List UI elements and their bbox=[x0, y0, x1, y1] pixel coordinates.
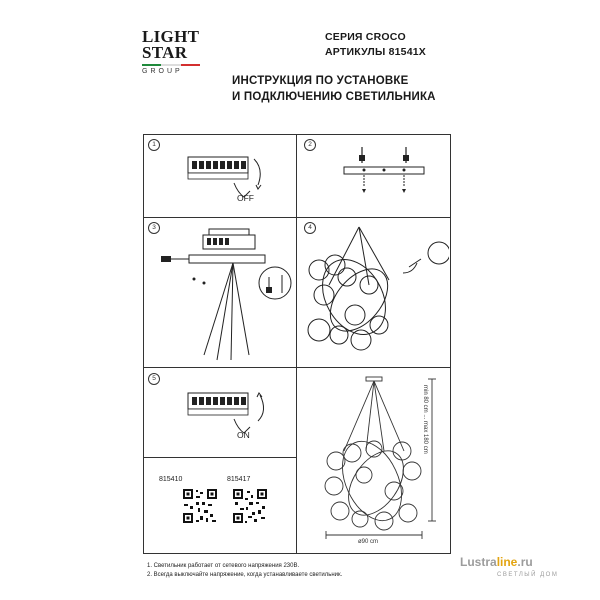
logo-sub: GROUP bbox=[142, 68, 183, 75]
page-title: ИНСТРУКЦИЯ ПО УСТАНОВКЕ И ПОДКЛЮЧЕНИЮ СВ… bbox=[232, 73, 436, 105]
qr-code-icon bbox=[232, 488, 268, 524]
grid-divider-vertical bbox=[296, 135, 297, 553]
brand-part-c: .ru bbox=[517, 555, 533, 569]
sku-label-2: 815417 bbox=[227, 476, 251, 483]
title-line-1: ИНСТРУКЦИЯ ПО УСТАНОВКЕ bbox=[232, 75, 409, 87]
watermark-brand: Lustraline.ru bbox=[460, 555, 533, 569]
dimensions-drawing bbox=[324, 376, 436, 539]
logo-line-2: STAR bbox=[142, 43, 188, 62]
bulb-installation-illustration bbox=[307, 226, 449, 351]
mounting-bracket-illustration bbox=[343, 147, 425, 193]
height-dimension: min 80 cm ... max 180 cm bbox=[422, 385, 428, 454]
step-number-3: 3 bbox=[148, 222, 160, 234]
step-number-2: 2 bbox=[304, 139, 316, 151]
sku-label-1: 815410 bbox=[159, 476, 183, 483]
brand-part-b: line bbox=[496, 555, 518, 569]
breaker-on-illustration bbox=[187, 392, 264, 434]
diameter-dimension: ø90 cm bbox=[358, 539, 379, 545]
logo-line-1: LIGHT bbox=[142, 27, 200, 46]
title-line-2: И ПОДКЛЮЧЕНИЮ СВЕТИЛЬНИКА bbox=[232, 91, 436, 103]
grid-divider bbox=[144, 367, 296, 368]
note-1: 1. Светильник работает от сетевого напря… bbox=[147, 563, 300, 569]
brand-logo: LIGHT STAR GROUP bbox=[142, 27, 212, 75]
series-name: СЕРИЯ CROCO bbox=[325, 31, 406, 43]
watermark-sub: СВЕТЛЫЙ ДОМ bbox=[497, 572, 559, 578]
brand-part-a: Lustra bbox=[460, 555, 497, 569]
grid-divider bbox=[296, 367, 450, 368]
qr-code-icon bbox=[182, 488, 218, 524]
label-off: OFF bbox=[237, 193, 254, 203]
step-number-5: 5 bbox=[148, 373, 160, 385]
step-number-4: 4 bbox=[304, 222, 316, 234]
step-number-1: 1 bbox=[148, 139, 160, 151]
notes: 1. Светильник работает от сетевого напря… bbox=[147, 562, 342, 580]
italian-flag-icon bbox=[142, 64, 200, 66]
article-numbers: АРТИКУЛЫ 81541X bbox=[325, 46, 426, 58]
series-info: СЕРИЯ CROCO АРТИКУЛЫ 81541X bbox=[325, 30, 426, 60]
wiring-connection-illustration bbox=[161, 228, 292, 361]
breaker-off-illustration bbox=[187, 156, 262, 198]
instruction-grid: 1 OFF 2 3 bbox=[143, 134, 451, 554]
note-2: 2. Всегда выключайте напряжение, когда у… bbox=[147, 572, 343, 578]
grid-divider bbox=[296, 217, 450, 218]
grid-divider bbox=[144, 457, 296, 458]
label-on: ON bbox=[237, 430, 250, 440]
grid-divider bbox=[144, 217, 296, 218]
